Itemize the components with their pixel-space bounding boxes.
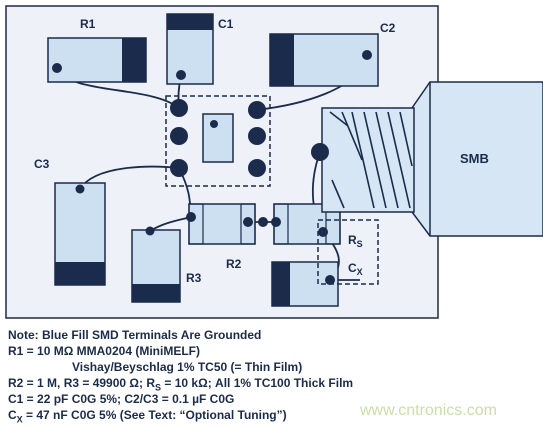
- pad-c3: [75, 184, 85, 194]
- label-c3: C3: [34, 157, 50, 171]
- label-r2: R2: [226, 257, 242, 271]
- rs-cx-dashed-box: [317, 219, 379, 285]
- label-r3: R3: [186, 271, 202, 285]
- note-r2-r3-rs: R2 = 1 M, R3 = 49900 Ω; RS = 10 kΩ; All …: [8, 376, 354, 393]
- ic-pin-4: [248, 101, 266, 119]
- label-cx: CX: [348, 261, 363, 277]
- label-c2: C2: [380, 21, 396, 35]
- ic-outline: [165, 95, 271, 187]
- label-r1: R1: [80, 17, 96, 31]
- pad-cx: [325, 275, 335, 285]
- pad-c1: [176, 70, 186, 80]
- r1-ground-terminal: [122, 38, 146, 82]
- cx-ground-terminal: [272, 262, 290, 306]
- pad-c2: [362, 50, 372, 60]
- c1-ground-terminal: [167, 14, 213, 30]
- label-smb: SMB: [460, 151, 489, 166]
- ic-pin-5: [248, 127, 266, 145]
- label-c1: C1: [218, 17, 234, 31]
- r3-ground-terminal: [132, 284, 180, 302]
- note-capacitors: C1 = 22 pF C0G 5%; C2/C3 = 0.1 µF C0G: [8, 392, 235, 406]
- ic-pin-6: [248, 159, 266, 177]
- c2-component: [269, 33, 379, 87]
- ic-pin-3: [170, 159, 188, 177]
- note-grounded: Note: Blue Fill SMD Terminals Are Ground…: [8, 328, 262, 342]
- ic-center-dot: [210, 120, 218, 128]
- c2-ground-terminal: [270, 34, 294, 86]
- note-cx: CX = 47 nF C0G 5% (See Text: “Optional T…: [8, 408, 287, 425]
- via-2: [258, 217, 268, 227]
- r1-component: [47, 37, 147, 83]
- smb-connector: [321, 81, 543, 237]
- c3-ground-terminal: [55, 262, 105, 285]
- pad-r2-left: [186, 212, 196, 222]
- label-rs: RS: [348, 233, 363, 249]
- smb-thread-lines: [329, 111, 413, 209]
- watermark-text: www.cntronics.com: [360, 402, 497, 419]
- pad-r1: [52, 63, 62, 73]
- pads: [52, 50, 372, 285]
- note-r1-detail: Vishay/Beyschlag 1% TC50 (= Thin Film): [72, 360, 303, 374]
- c3-component: [54, 182, 106, 286]
- pad-smb-center: [311, 143, 329, 161]
- trace-c3-ic: [79, 165, 180, 190]
- note-r1: R1 = 10 MΩ MMA0204 (MiniMELF): [8, 344, 200, 358]
- ic-center-pad: [202, 113, 234, 163]
- via-3: [271, 217, 281, 227]
- ic-pin-2: [170, 127, 188, 145]
- pcb-layout-diagram: R1 C1 C2 C3 R2 R3 RS CX SMB: [5, 5, 543, 319]
- r3-component: [131, 229, 181, 303]
- ic-pin-1: [170, 99, 188, 117]
- pad-r3: [145, 226, 155, 236]
- via-1: [243, 217, 253, 227]
- c1-component: [166, 13, 214, 85]
- pad-rs: [318, 227, 328, 237]
